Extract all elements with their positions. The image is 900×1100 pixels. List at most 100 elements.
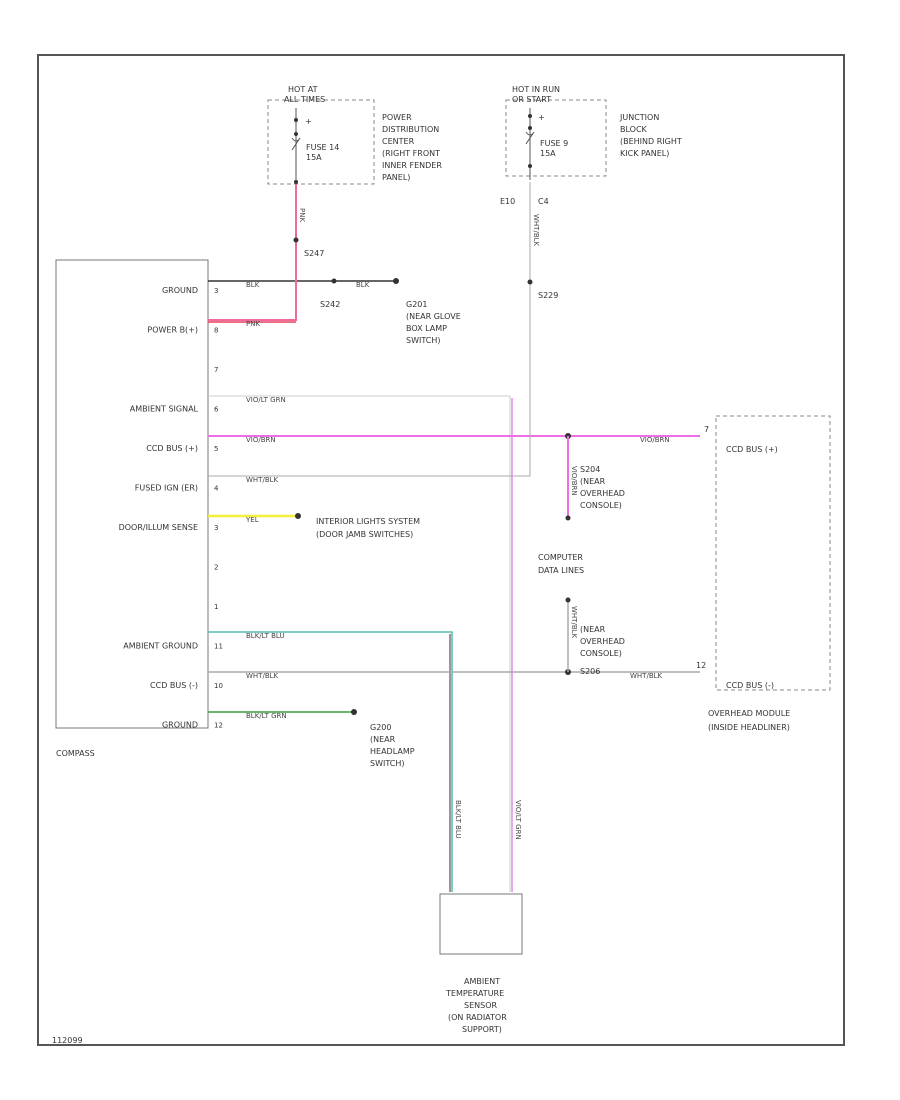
compass-pin-number: 8 xyxy=(214,327,218,335)
svg-text:COMPUTER: COMPUTER xyxy=(538,553,583,562)
svg-text:(BEHIND RIGHT: (BEHIND RIGHT xyxy=(620,137,682,146)
svg-text:CONSOLE): CONSOLE) xyxy=(580,501,622,510)
fuse1-hot-line2: ALL TIMES xyxy=(284,95,325,104)
splice-s242-dot xyxy=(331,278,337,284)
fuse-box-junction-block: HOT IN RUN OR START + FUSE 9 15A JUNCTIO… xyxy=(500,85,682,206)
splice-s242-label: S242 xyxy=(320,300,340,309)
wire-label-pnk-vertical: PNK xyxy=(298,208,306,222)
svg-text:CONSOLE): CONSOLE) xyxy=(580,649,622,658)
compass-pin-label: FUSED IGN (ER) xyxy=(135,484,198,493)
wire-label-s204-vertical: VIO/BRN xyxy=(570,466,578,496)
svg-text:(NEAR: (NEAR xyxy=(370,735,396,744)
overhead-pin-minus: 12 xyxy=(696,661,706,670)
wire-label-ambient-signal: VIO/LT GRN xyxy=(246,396,286,404)
svg-text:G200: G200 xyxy=(370,723,391,732)
compass-pin-number: 2 xyxy=(214,564,218,572)
wire-label-wht-vertical: WHT/BLK xyxy=(532,214,540,247)
ground-g201-dot xyxy=(393,278,399,284)
splice-s229-dot xyxy=(527,279,533,285)
svg-text:BOX LAMP: BOX LAMP xyxy=(406,324,447,333)
svg-text:DATA LINES: DATA LINES xyxy=(538,566,584,575)
ground-g200-label: G200 (NEAR HEADLAMP SWITCH) xyxy=(370,723,415,768)
ground-g201-label: G201 (NEAR GLOVE BOX LAMP SWITCH) xyxy=(406,300,461,345)
overhead-ccd-plus: CCD BUS (+) xyxy=(726,445,778,454)
compass-pin-label: GROUND xyxy=(162,286,198,295)
ambient-temperature-sensor: AMBIENT TEMPERATURE SENSOR (ON RADIATOR … xyxy=(439,893,523,1034)
svg-text:CENTER: CENTER xyxy=(382,137,415,146)
wire-ambient-ground xyxy=(208,631,453,892)
svg-text:S204: S204 xyxy=(580,465,600,474)
svg-text:INTERIOR LIGHTS SYSTEM: INTERIOR LIGHTS SYSTEM xyxy=(316,517,420,526)
compass-pin-number: 5 xyxy=(214,445,218,453)
fuse1-amps: 15A xyxy=(306,153,322,162)
fuse1-location: POWER DISTRIBUTION CENTER (RIGHT FRONT I… xyxy=(382,113,442,182)
diagram-frame xyxy=(37,54,845,1046)
wire-label-ccd-minus: WHT/BLK xyxy=(246,672,279,680)
svg-text:SUPPORT): SUPPORT) xyxy=(462,1025,502,1034)
svg-text:PANEL): PANEL) xyxy=(382,173,410,182)
wire-label-ccd-plus: VIO/BRN xyxy=(246,436,276,444)
fuse2-number: FUSE 9 xyxy=(540,139,568,148)
overhead-name-line1: OVERHEAD MODULE xyxy=(708,709,790,718)
svg-text:(NEAR: (NEAR xyxy=(580,625,606,634)
connector-c4: C4 xyxy=(538,197,549,206)
wire-label-sensor-left: BLK/LT BLU xyxy=(454,800,462,839)
svg-text:OVERHEAD: OVERHEAD xyxy=(580,637,625,646)
compass-pin-number: 3 xyxy=(214,524,218,532)
compass-label: COMPASS xyxy=(56,749,95,758)
fuse-box-power-distribution: HOT AT ALL TIMES + FUSE 14 15A POWER DIS… xyxy=(267,85,442,185)
connector-e10: E10 xyxy=(500,197,515,206)
wire-label-ground-bottom: BLK/LT GRN xyxy=(246,712,287,720)
compass-pin-number: 12 xyxy=(214,722,223,730)
fuse1-number: FUSE 14 xyxy=(306,143,339,152)
wire-label-door: YEL xyxy=(245,516,259,524)
wire-label-g201: BLK xyxy=(356,281,370,289)
svg-text:JUNCTION: JUNCTION xyxy=(619,113,659,122)
compass-pin-label: GROUND xyxy=(162,721,198,730)
svg-text:KICK PANEL): KICK PANEL) xyxy=(620,149,669,158)
overhead-module: 7 12 CCD BUS (+) CCD BUS (-) OVERHEAD MO… xyxy=(696,415,831,732)
compass-pin-label: CCD BUS (-) xyxy=(150,681,198,690)
splice-s247-label: S247 xyxy=(304,249,324,258)
svg-text:(ON RADIATOR: (ON RADIATOR xyxy=(448,1013,507,1022)
overhead-pin-plus: 7 xyxy=(704,425,709,434)
wire-label-s206-vertical: WHT/BLK xyxy=(570,606,578,639)
fuse2-hot-line1: HOT IN RUN xyxy=(512,85,560,94)
compass-pin-number: 4 xyxy=(214,485,219,493)
figure-id: 112099 xyxy=(52,1036,83,1045)
wire-label-ambient-ground: BLK/LT BLU xyxy=(246,632,285,640)
svg-text:SWITCH): SWITCH) xyxy=(406,336,441,345)
wire-label-fused-ign: WHT/BLK xyxy=(246,476,279,484)
splice-s206-label: (NEAR OVERHEAD CONSOLE) S206 xyxy=(580,625,625,676)
compass-pin-label: CCD BUS (+) xyxy=(146,444,198,453)
fuse2-amps: 15A xyxy=(540,149,556,158)
compass-pin-number: 11 xyxy=(214,643,223,651)
svg-text:(NEAR GLOVE: (NEAR GLOVE xyxy=(406,312,461,321)
compass-pin-number: 3 xyxy=(214,287,218,295)
compass-pin-number: 10 xyxy=(214,682,223,690)
wire-label-ccd-plus-right: VIO/BRN xyxy=(640,436,670,444)
fuse1-hot-line1: HOT AT xyxy=(288,85,318,94)
interior-lights-label: INTERIOR LIGHTS SYSTEM (DOOR JAMB SWITCH… xyxy=(316,517,420,539)
svg-text:INNER FENDER: INNER FENDER xyxy=(382,161,442,170)
overhead-ccd-minus: CCD BUS (-) xyxy=(726,681,774,690)
svg-text:AMBIENT: AMBIENT xyxy=(464,977,500,986)
svg-text:(DOOR JAMB SWITCHES): (DOOR JAMB SWITCHES) xyxy=(316,530,413,539)
svg-text:S206: S206 xyxy=(580,667,600,676)
svg-text:+: + xyxy=(305,117,312,126)
svg-text:BLOCK: BLOCK xyxy=(620,125,648,134)
compass-pin-label: AMBIENT GROUND xyxy=(123,642,198,651)
svg-text:G201: G201 xyxy=(406,300,427,309)
wire-label-ground-top: BLK xyxy=(246,281,260,289)
svg-text:TEMPERATURE: TEMPERATURE xyxy=(445,989,504,998)
svg-text:(RIGHT FRONT: (RIGHT FRONT xyxy=(382,149,440,158)
computer-data-lines-label: COMPUTER DATA LINES xyxy=(538,553,584,575)
compass-pin-number: 7 xyxy=(214,366,218,374)
overhead-name-line2: (INSIDE HEADLINER) xyxy=(708,723,790,732)
svg-text:+: + xyxy=(538,113,545,122)
svg-text:POWER: POWER xyxy=(382,113,412,122)
compass-pin-number: 6 xyxy=(214,406,219,414)
wire-fused-ign xyxy=(208,182,531,477)
